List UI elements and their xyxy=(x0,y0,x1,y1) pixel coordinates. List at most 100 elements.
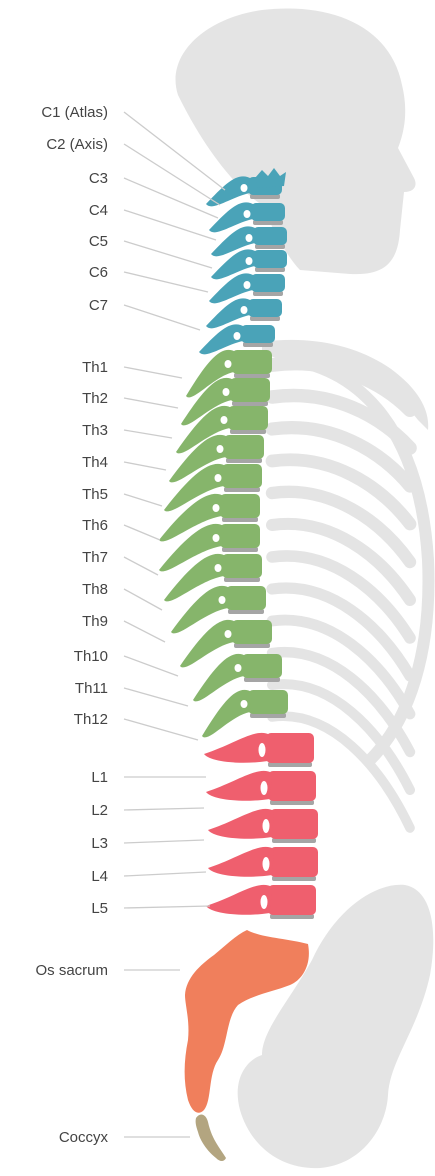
vertebral-body xyxy=(268,885,316,915)
label-th12: Th12 xyxy=(74,711,108,728)
vertebra-l4 xyxy=(208,847,318,877)
leader-line-l4 xyxy=(124,872,206,876)
leader-line-th4 xyxy=(124,462,166,470)
label-th3: Th3 xyxy=(82,422,108,439)
vertebral-body xyxy=(230,378,270,402)
leader-line-th12 xyxy=(124,719,198,740)
vertebral-body xyxy=(253,250,287,268)
label-l5: L5 xyxy=(91,900,108,917)
vertebral-body xyxy=(266,733,314,763)
leader-line-c4 xyxy=(124,210,216,240)
leader-line-c3 xyxy=(124,178,218,218)
label-l4: L4 xyxy=(91,868,108,885)
leader-line-l3 xyxy=(124,840,204,843)
vertebral-body xyxy=(251,203,285,221)
vertebral-body xyxy=(232,620,272,644)
leader-line-c6 xyxy=(124,272,208,292)
label-c5: C5 xyxy=(89,233,108,250)
foramen-shape xyxy=(217,445,224,453)
foramen-shape xyxy=(261,895,268,909)
label-c6: C6 xyxy=(89,264,108,281)
leader-line-th10 xyxy=(124,656,178,676)
leader-line-l5 xyxy=(124,906,210,908)
vertebral-body xyxy=(248,299,282,317)
label-th7: Th7 xyxy=(82,549,108,566)
label-th10: Th10 xyxy=(74,648,108,665)
leader-line-th2 xyxy=(124,398,178,408)
foramen-shape xyxy=(259,743,266,757)
label-th1: Th1 xyxy=(82,359,108,376)
leader-line-th1 xyxy=(124,367,182,378)
leader-line-th3 xyxy=(124,430,172,438)
label-c3: C3 xyxy=(89,170,108,187)
vertebral-body xyxy=(253,227,287,245)
foramen-shape xyxy=(263,819,270,833)
foramen-shape xyxy=(223,388,230,396)
vertebral-body xyxy=(248,690,288,714)
label-th4: Th4 xyxy=(82,454,108,471)
vertebral-body xyxy=(270,847,318,877)
vertebra-l5 xyxy=(206,885,316,915)
vertebra-l3 xyxy=(208,809,318,839)
foramen-shape xyxy=(261,781,268,795)
foramen-shape xyxy=(235,664,242,672)
skull-shape xyxy=(176,8,416,274)
label-th6: Th6 xyxy=(82,517,108,534)
vertebral-body xyxy=(220,524,260,548)
leader-line-l2 xyxy=(124,808,204,810)
foramen-shape xyxy=(244,210,251,218)
label-th8: Th8 xyxy=(82,581,108,598)
vertebral-body xyxy=(220,494,260,518)
label-th2: Th2 xyxy=(82,390,108,407)
foramen-shape xyxy=(213,534,220,542)
vertebral-body xyxy=(242,654,282,678)
foramen-shape xyxy=(225,360,232,368)
vertebral-body xyxy=(268,771,316,801)
label-c7: C7 xyxy=(89,297,108,314)
vertebra-th12 xyxy=(202,690,288,738)
vertebral-body xyxy=(228,406,268,430)
foramen-shape xyxy=(234,332,241,340)
vertebral-body xyxy=(251,274,285,292)
vertebra-labels: C1 (Atlas)C2 (Axis)C3C4C5C6C7Th1Th2Th3Th… xyxy=(35,104,108,1146)
foramen-shape xyxy=(225,630,232,638)
foramen-shape xyxy=(241,184,248,192)
leader-line-th5 xyxy=(124,494,162,506)
foramen-shape xyxy=(219,596,226,604)
label-l2: L2 xyxy=(91,802,108,819)
label-th9: Th9 xyxy=(82,613,108,630)
foramen-shape xyxy=(263,857,270,871)
label-th5: Th5 xyxy=(82,486,108,503)
vertebra-l1 xyxy=(204,733,314,763)
foramen-shape xyxy=(246,234,253,242)
vertebral-body xyxy=(232,350,272,374)
foramen-shape xyxy=(221,416,228,424)
leader-line-th11 xyxy=(124,688,188,706)
label-os-sacrum: Os sacrum xyxy=(35,962,108,979)
foramen-shape xyxy=(213,504,220,512)
vertebral-body xyxy=(224,435,264,459)
vertebral-body xyxy=(270,809,318,839)
leader-line-th8 xyxy=(124,589,162,610)
vertebral-body xyxy=(241,325,275,343)
vertebra-l2 xyxy=(206,771,316,801)
leader-line-c5 xyxy=(124,241,212,268)
foramen-shape xyxy=(241,306,248,314)
vertebral-body xyxy=(226,586,266,610)
foramen-shape xyxy=(215,564,222,572)
spinous-process xyxy=(202,690,252,738)
label-l1: L1 xyxy=(91,769,108,786)
vertebral-body xyxy=(222,464,262,488)
foramen-shape xyxy=(246,257,253,265)
label-l3: L3 xyxy=(91,835,108,852)
vertebral-body xyxy=(222,554,262,578)
leader-line-th9 xyxy=(124,621,165,642)
label-th11: Th11 xyxy=(75,680,108,697)
leader-line-th6 xyxy=(124,525,160,540)
label-c1-atlas: C1 (Atlas) xyxy=(41,104,108,121)
foramen-shape xyxy=(244,281,251,289)
coccyx-shape xyxy=(196,1115,226,1161)
leader-line-th7 xyxy=(124,557,158,575)
label-coccyx: Coccyx xyxy=(59,1129,109,1146)
